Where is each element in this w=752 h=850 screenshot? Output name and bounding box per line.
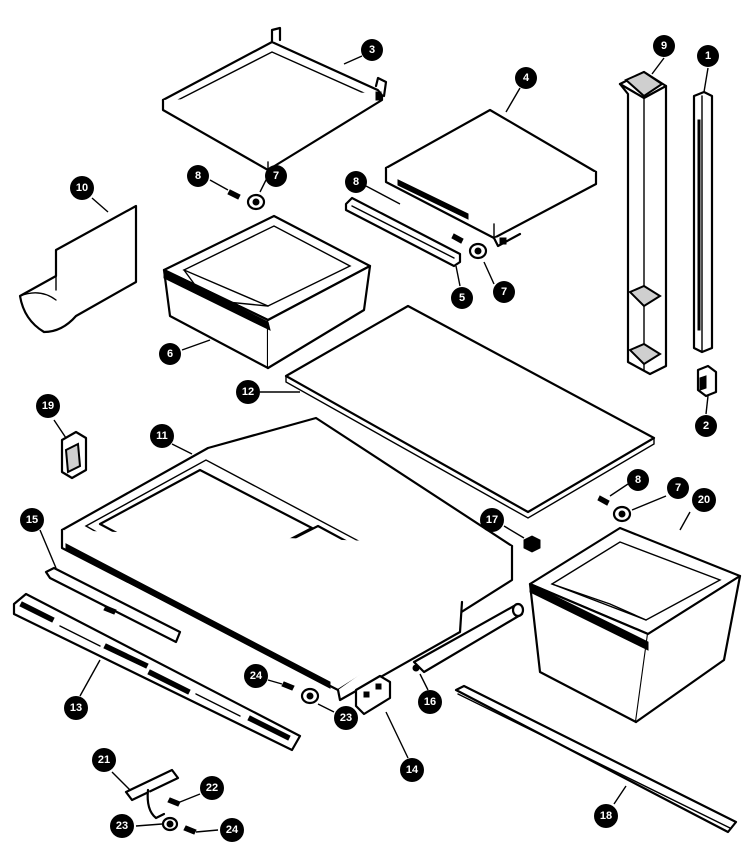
part-12-glass-sheet	[284, 304, 656, 519]
callout-9-label: 9	[661, 40, 667, 52]
callout-17: 17	[480, 508, 504, 532]
part-2-clip	[696, 364, 718, 398]
part-23-roller-b	[161, 816, 179, 832]
part-9-vertical-channel	[618, 70, 668, 376]
callout-24-b: 24	[220, 818, 244, 842]
callout-3: 3	[361, 39, 383, 61]
callout-11: 11	[150, 424, 174, 448]
part-23-roller-a	[300, 687, 320, 705]
callout-18: 18	[594, 804, 618, 828]
callout-16-label: 16	[424, 696, 436, 708]
part-18-trim-strip	[454, 684, 738, 834]
callout-8-a: 8	[187, 165, 209, 187]
callout-21: 21	[92, 748, 116, 772]
callout-6: 6	[159, 343, 181, 365]
callout-15-label: 15	[26, 514, 38, 526]
part-24-screw-a	[281, 681, 295, 691]
part-17-nut	[523, 535, 541, 553]
callout-8-c-label: 8	[635, 474, 641, 486]
callout-11-label: 11	[156, 430, 168, 442]
callout-23-a: 23	[334, 706, 358, 730]
callout-12: 12	[236, 380, 260, 404]
part-7-roller-c	[612, 505, 632, 523]
part-8-screw-b	[451, 233, 464, 244]
part-7-roller-b	[468, 242, 488, 260]
part-3-glass-shelf	[161, 26, 388, 172]
callout-10-label: 10	[76, 182, 88, 194]
part-21-wedge-bracket	[124, 768, 180, 820]
callout-1-label: 1	[705, 50, 711, 62]
callout-16: 16	[418, 690, 442, 714]
callout-20-label: 20	[698, 494, 710, 506]
part-4-cover-frame	[384, 108, 598, 248]
callout-21-label: 21	[98, 754, 110, 766]
part-7-roller-a	[246, 193, 266, 211]
callout-4: 4	[515, 67, 537, 89]
callout-2: 2	[695, 415, 717, 437]
callout-9: 9	[653, 35, 675, 57]
part-19-clip	[60, 430, 88, 480]
callout-8-b: 8	[345, 171, 367, 193]
callout-8-a-label: 8	[195, 170, 201, 182]
callout-7-a: 7	[265, 165, 287, 187]
callout-7-b: 7	[493, 281, 515, 303]
part-10-curved-panel	[18, 204, 138, 334]
callout-15: 15	[20, 508, 44, 532]
callout-8-b-label: 8	[353, 176, 359, 188]
part-14-bracket	[354, 674, 392, 716]
callout-12-label: 12	[242, 386, 254, 398]
callout-23-b: 23	[110, 814, 134, 838]
callout-7-a-label: 7	[273, 170, 279, 182]
part-11-crisper-frame	[60, 416, 514, 702]
part-24-screw-b	[183, 825, 197, 835]
callout-22-label: 22	[206, 782, 218, 794]
part-5-rail	[344, 196, 462, 268]
part-22-screw	[167, 797, 181, 807]
callout-7-b-label: 7	[501, 286, 507, 298]
callout-18-label: 18	[600, 810, 612, 822]
callout-23-b-label: 23	[116, 820, 128, 832]
callout-7-c: 7	[667, 477, 689, 499]
callout-19-label: 19	[42, 400, 54, 412]
callout-22: 22	[200, 776, 224, 800]
callout-2-label: 2	[703, 420, 709, 432]
part-15-angle-trim	[44, 566, 182, 644]
callout-7-c-label: 7	[675, 482, 681, 494]
callout-10: 10	[70, 176, 94, 200]
callout-24-a: 24	[244, 664, 268, 688]
part-8-screw-c	[597, 495, 610, 506]
callout-23-a-label: 23	[340, 712, 352, 724]
leader-lines	[39, 55, 709, 833]
callout-14: 14	[400, 758, 424, 782]
callout-17-label: 17	[486, 514, 498, 526]
part-16-roller-tube	[412, 602, 525, 674]
part-6-pan-drawer	[162, 214, 372, 370]
part-8-screw-a	[227, 189, 241, 200]
callout-4-label: 4	[523, 72, 530, 84]
part-13-front-grille	[12, 592, 302, 752]
callout-5: 5	[451, 287, 473, 309]
callout-14-label: 14	[406, 764, 419, 776]
callout-13: 13	[64, 696, 88, 720]
callout-13-label: 13	[70, 702, 82, 714]
callout-5-label: 5	[459, 292, 465, 304]
callout-20: 20	[692, 488, 716, 512]
callout-24-b-label: 24	[226, 824, 239, 836]
callout-3-label: 3	[369, 44, 375, 56]
callout-1: 1	[697, 45, 719, 67]
callout-19: 19	[36, 394, 60, 418]
callout-6-label: 6	[167, 348, 173, 360]
callout-24-a-label: 24	[250, 670, 263, 682]
callout-8-c: 8	[627, 469, 649, 491]
part-1-slotted-rail	[692, 90, 714, 354]
part-20-pan-bin	[528, 526, 742, 724]
